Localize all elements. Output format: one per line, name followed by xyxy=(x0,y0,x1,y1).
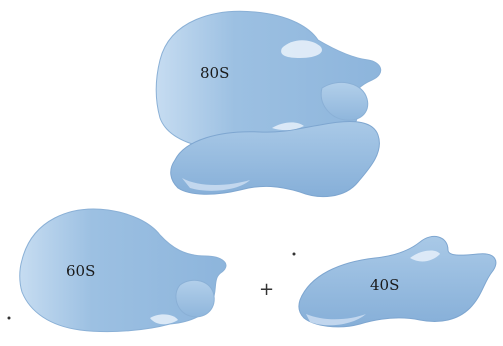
plus-sign: + xyxy=(259,279,274,300)
stray-dot xyxy=(293,253,296,256)
label-80s: 80S xyxy=(200,64,229,82)
label-40s: 40S xyxy=(370,276,399,294)
ribosome-60s-lobe xyxy=(176,280,214,317)
ribosome-60s: 60S xyxy=(20,209,226,332)
stray-dot xyxy=(8,317,11,320)
label-60s: 60S xyxy=(66,262,95,280)
ribosome-40s: 40S xyxy=(299,236,496,326)
ribosome-80s: 80S xyxy=(156,11,380,196)
